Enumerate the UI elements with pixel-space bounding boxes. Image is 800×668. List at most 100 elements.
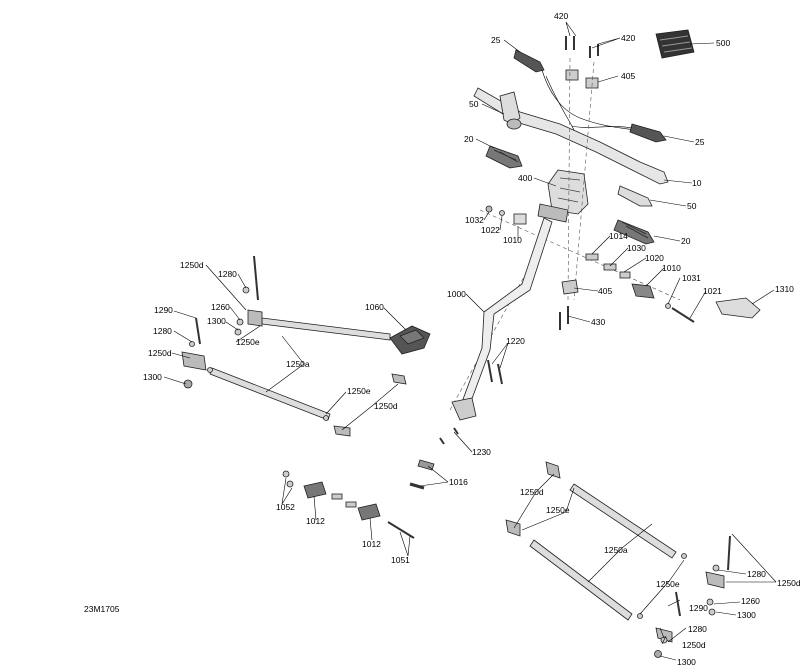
callout-label: 1250d [180, 260, 204, 270]
callout-label: 1000 [447, 289, 466, 299]
callout-label: 1220 [506, 336, 525, 346]
callout-label: 420 [621, 33, 635, 43]
grip-right [617, 185, 653, 207]
tie-rod-right-lower [529, 539, 633, 621]
callout-label: 1280 [747, 569, 766, 579]
steering-column [461, 217, 553, 405]
part-1060 [389, 325, 431, 355]
callout-label: 1250d [148, 348, 172, 358]
callout-label: 1022 [481, 225, 500, 235]
callout-label: 1250e [347, 386, 371, 396]
tie-rod-upper [261, 317, 391, 341]
clamp-lower [561, 279, 579, 295]
callout-label: 20 [464, 134, 474, 144]
callout-label: 1021 [703, 286, 722, 296]
washer-1022 [499, 210, 505, 216]
callout-label: 20 [681, 236, 691, 246]
column-bracket [451, 397, 477, 421]
callout-label: 1280 [218, 269, 237, 279]
callout-label: 430 [591, 317, 605, 327]
callout-label: 1020 [645, 253, 664, 263]
spacer-1030 [603, 263, 617, 271]
steering-plate [715, 297, 761, 319]
heated-grip-right [613, 219, 655, 245]
callout-label: 1250d [520, 487, 544, 497]
bolts-1220 [487, 359, 503, 385]
callout-label: 1052 [276, 502, 295, 512]
callout-label: 1010 [503, 235, 522, 245]
callout-label: 1031 [682, 273, 701, 283]
callout-label: 1280 [153, 326, 172, 336]
callout-label: 1300 [207, 316, 226, 326]
callout-label: 1300 [737, 610, 756, 620]
callout-label: 400 [518, 173, 532, 183]
heater-wire-right [571, 123, 667, 143]
bottom-center-parts [282, 470, 415, 539]
bushing-1010-upper [513, 213, 527, 225]
callout-label: 1250d [374, 401, 398, 411]
callout-label: 50 [687, 201, 697, 211]
callout-label: 1300 [677, 657, 696, 667]
callout-label: 1032 [465, 215, 484, 225]
callout-label: 500 [716, 38, 730, 48]
spacer-1014 [585, 253, 599, 261]
callout-label: 1310 [775, 284, 794, 294]
callout-label: 1250e [546, 505, 570, 515]
handlebar-part [473, 87, 669, 185]
rod-end-right-lower [333, 425, 351, 437]
clamp-upper-left [565, 69, 579, 81]
rod-end-right-upper [391, 373, 407, 385]
callout-label: 1250e [236, 337, 260, 347]
callout-label: 1012 [306, 516, 325, 526]
callout-label: 1250d [777, 578, 800, 588]
tie-rod-assembly-left [181, 255, 407, 437]
callout-label: 1250a [604, 545, 628, 555]
rod-end-left-upper [247, 309, 263, 327]
callout-label: 1012 [362, 539, 381, 549]
tie-rod-right-upper [569, 483, 677, 559]
handlebar-group [389, 29, 761, 490]
bolt-1021 [671, 307, 695, 323]
callout-label: 50 [469, 99, 479, 109]
bolt-1230 [439, 427, 459, 445]
heater-wire-left [513, 49, 637, 131]
callout-label: 1250d [682, 640, 706, 650]
callout-label: 1260 [741, 596, 760, 606]
bushing-1020 [619, 271, 631, 279]
callout-label: 25 [695, 137, 705, 147]
callout-label: 405 [598, 286, 612, 296]
callout-label: 1260 [211, 302, 230, 312]
callout-label: 1290 [689, 603, 708, 613]
callout-label: 1016 [449, 477, 468, 487]
callout-label: 1280 [688, 624, 707, 634]
callout-label: 1300 [143, 372, 162, 382]
bushing-1010-lower [631, 283, 655, 299]
bolts-430 [559, 306, 569, 330]
bolts-420 [565, 36, 599, 58]
callout-label: 1290 [154, 305, 173, 315]
callout-label: 10 [692, 178, 702, 188]
callout-labels: 420 420 25 500 405 50 25 20 10 400 50 10… [84, 11, 800, 667]
callout-label: 1250a [286, 359, 310, 369]
rod-end-left-lower [181, 351, 207, 371]
callout-label: 1030 [627, 243, 646, 253]
tie-rod-lower [209, 367, 331, 421]
callout-label: 1051 [391, 555, 410, 565]
callout-label: 1010 [662, 263, 681, 273]
leader-lines [163, 21, 777, 661]
callout-label: 25 [491, 35, 501, 45]
callout-label: 405 [621, 71, 635, 81]
callout-label: 1014 [609, 231, 628, 241]
callout-label: 1230 [472, 447, 491, 457]
heated-grip-left [485, 145, 523, 169]
callout-label: 420 [554, 11, 568, 21]
reference-code: 23M1705 [84, 604, 120, 614]
callout-label: 1250e [656, 579, 680, 589]
nut-1032 [485, 205, 493, 213]
tie-rod-assembly-right [505, 461, 731, 658]
callout-label: 1060 [365, 302, 384, 312]
washer-1031 [665, 303, 671, 309]
steering-riser [537, 169, 589, 223]
